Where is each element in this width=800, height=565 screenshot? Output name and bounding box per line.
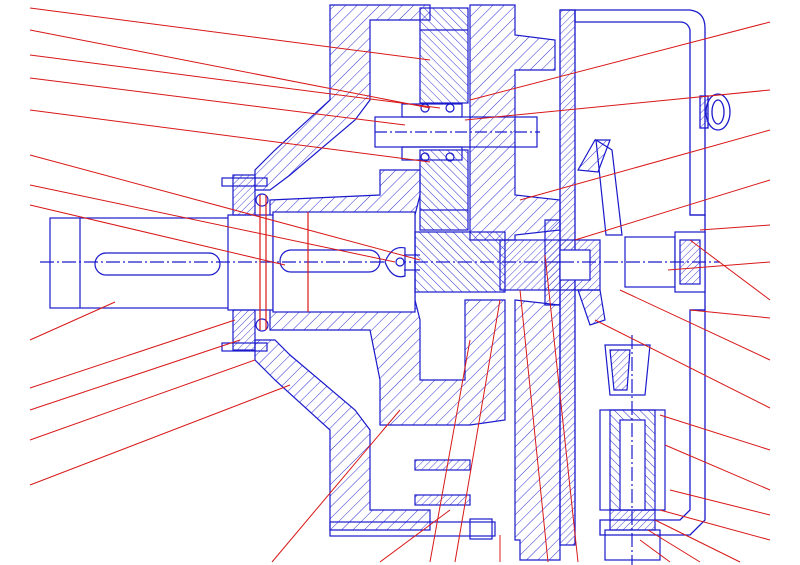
leader-line [29, 301, 116, 341]
leader-line [659, 414, 771, 451]
input-shaft [40, 211, 560, 313]
leader-line [519, 129, 771, 201]
leader-line [29, 384, 291, 486]
leader-line [429, 339, 471, 563]
leader-line [29, 359, 256, 441]
leader-line [654, 519, 741, 563]
bottom-bolts [329, 459, 496, 540]
leader-line [574, 179, 771, 241]
leader-line [469, 21, 771, 101]
leader-line [29, 204, 286, 266]
middle-shaft [384, 231, 561, 293]
leader-line [379, 509, 451, 563]
leader-line [29, 319, 236, 389]
leader-line [667, 261, 771, 271]
leader-line [464, 89, 771, 121]
leader-line [647, 529, 701, 563]
leader-line [29, 109, 431, 163]
housing-right-web [469, 4, 561, 561]
lower-vertical-shaft [599, 335, 666, 565]
leader-line [29, 7, 431, 61]
leader-line [454, 299, 501, 563]
leader-line [29, 54, 441, 109]
leader-line [544, 254, 579, 563]
leader-line [29, 77, 406, 126]
leader-line [664, 444, 771, 491]
leader-line [29, 184, 396, 263]
leader-line [271, 409, 401, 563]
leader-line [619, 289, 771, 361]
leader-line [639, 539, 671, 563]
clutch-assembly [544, 138, 720, 326]
leader-line [689, 239, 771, 301]
leader-line [29, 29, 431, 109]
leader-line [659, 509, 771, 541]
leader-line [29, 339, 241, 411]
leader-line [669, 489, 771, 516]
leader-line [699, 224, 771, 231]
leader-line [594, 319, 771, 409]
leader-lines [29, 7, 771, 563]
upper-gear [419, 7, 469, 231]
leader-line [689, 309, 771, 319]
leader-line [29, 154, 421, 261]
leader-line [519, 289, 549, 563]
